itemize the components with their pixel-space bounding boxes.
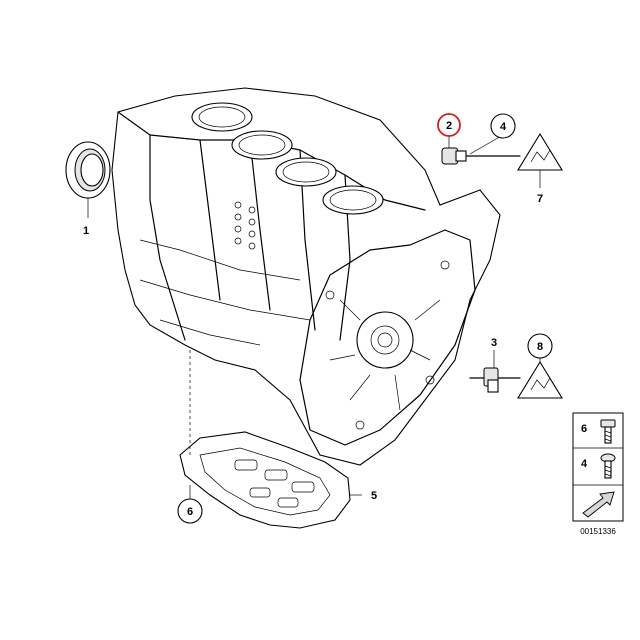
callout-label: 8	[537, 341, 543, 353]
callout-circle	[490, 113, 516, 139]
gasket-part-5[interactable]	[179, 431, 351, 529]
sensor-part-3[interactable]	[469, 367, 521, 393]
arrow-icon	[582, 491, 615, 518]
callout-5[interactable]: 5	[371, 490, 377, 502]
legend-item-label: 6	[581, 423, 587, 435]
sensor-part-2[interactable]	[441, 147, 521, 165]
callout-label: 4	[500, 121, 507, 133]
diagram-number: 00151336	[580, 527, 616, 536]
seal-ring-part-1[interactable]	[65, 141, 111, 199]
warning-label-part-7[interactable]	[517, 132, 563, 171]
callout-label: 6	[187, 506, 193, 518]
bolt-icon	[600, 453, 616, 479]
highlight-circle	[437, 113, 461, 137]
callout-7[interactable]: 7	[537, 193, 543, 205]
callout-6[interactable]: 6	[177, 498, 203, 524]
callout-label: 7	[537, 193, 543, 205]
legend-item-label: 4	[581, 458, 588, 470]
bolt-icon	[600, 419, 616, 444]
callout-1[interactable]: 1	[83, 225, 89, 237]
callout-4[interactable]: 4	[490, 113, 516, 139]
warning-label-part-8[interactable]	[517, 360, 563, 399]
callout-label: 3	[491, 337, 497, 349]
callout-label: 1	[83, 225, 89, 237]
callout-3[interactable]: 3	[491, 337, 497, 349]
callout-label: 5	[371, 490, 377, 502]
engine-block	[111, 87, 501, 466]
callout-2[interactable]: 2	[437, 113, 461, 137]
legend-item-4[interactable]: 4	[581, 453, 616, 479]
callout-label: 2	[446, 120, 452, 132]
legend-item-6[interactable]: 6	[581, 419, 616, 444]
callout-circle	[527, 333, 553, 359]
callout-8[interactable]: 8	[527, 333, 553, 359]
fastener-legend: 6 4	[572, 412, 624, 522]
callout-circle	[177, 498, 203, 524]
